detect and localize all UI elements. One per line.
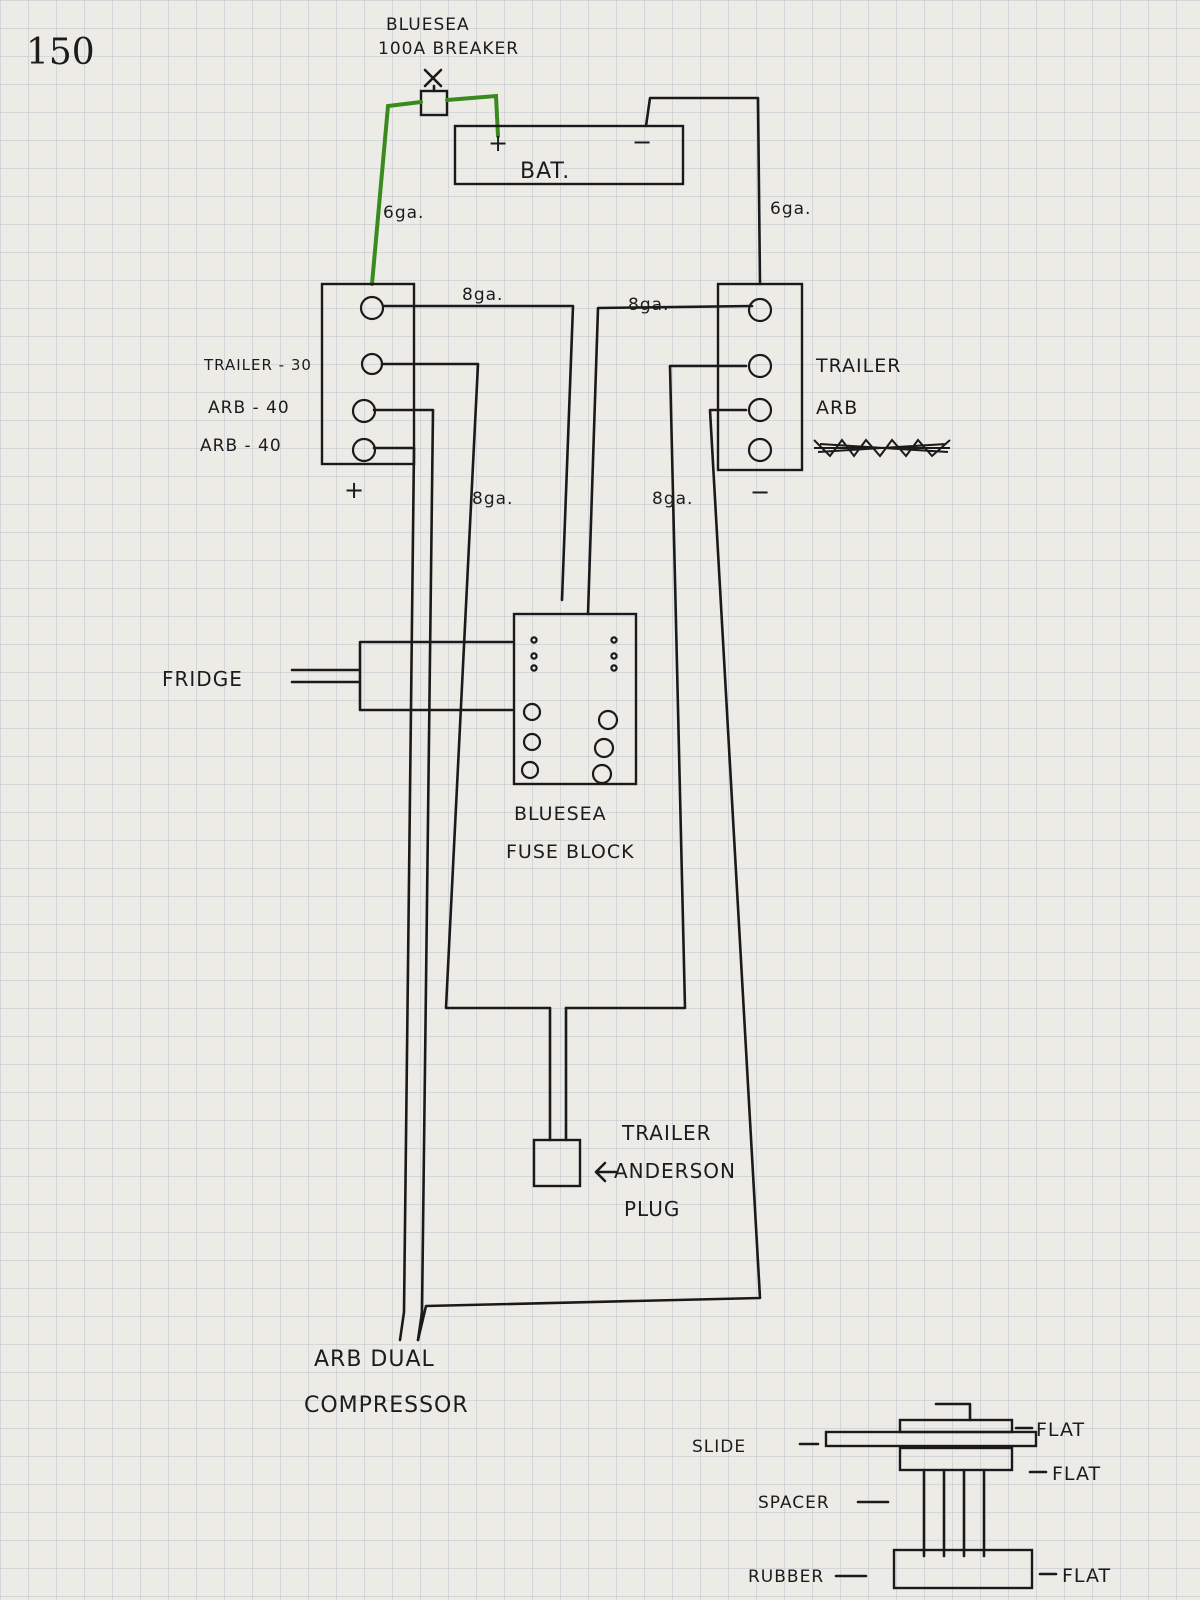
label-neg-trailer: TRAILER: [815, 355, 901, 377]
trailer-positive-wire: [380, 362, 552, 1010]
compressor-label-2: COMPRESSOR: [304, 1393, 469, 1418]
scribbled-out-label: [813, 438, 951, 458]
positive-trunk-wire: [382, 304, 575, 602]
positive-busbar-box: [320, 282, 416, 466]
plug-lead-wire: [548, 1006, 568, 1142]
page-number: 150: [26, 32, 95, 73]
negative-busbar-box: [716, 282, 804, 472]
fridge-label: FRIDGE: [162, 667, 243, 691]
compressor-negative-wire: [416, 408, 762, 1342]
breaker: BLUESEA 100A BREAKER: [378, 15, 519, 117]
negative-terminal-spare: [747, 437, 773, 463]
fuse-block-box: [512, 612, 638, 786]
negative-trunk-wire: [586, 304, 754, 616]
battery-minus-sign: −: [632, 128, 653, 156]
fuse-block-label-2: FUSE BLOCK: [506, 841, 635, 863]
battery-label: BAT.: [520, 159, 570, 184]
positive-terminal-arb-2: [351, 437, 377, 463]
gauge-8-mid-right: 8ga.: [652, 489, 693, 509]
mount-label-flat-1: FLAT: [1036, 1419, 1085, 1441]
compressor-wire-2: [372, 446, 416, 1342]
negative-busbar: −: [716, 282, 804, 506]
gauge-6-right: 6ga.: [770, 199, 811, 219]
negative-terminal-trailer: [747, 353, 773, 379]
mount-label-slide: SLIDE: [692, 1437, 746, 1457]
mount-label-spacer: SPACER: [758, 1493, 830, 1513]
mount-stack-sketch: [798, 1402, 1058, 1590]
positive-bus-sign: +: [344, 476, 365, 504]
breaker-label-1: BLUESEA: [386, 15, 470, 35]
negative-terminal-main: [747, 297, 773, 323]
negative-feed-wire: [644, 96, 762, 286]
gauge-8-top-right: 8ga.: [628, 295, 669, 315]
label-neg-arb: ARB: [816, 397, 858, 419]
positive-feed-wire: [370, 93, 500, 286]
plug-label-1: TRAILER: [621, 1121, 712, 1145]
negative-terminal-arb: [747, 397, 773, 423]
fuse-block-label-1: BLUESEA: [514, 803, 607, 825]
anderson-plug: [532, 1138, 582, 1188]
gauge-6-left: 6ga.: [383, 203, 424, 223]
trailer-negative-wire: [564, 364, 748, 1010]
gauge-8-mid-left: 8ga.: [472, 489, 513, 509]
breaker-label-2: 100A BREAKER: [378, 39, 519, 59]
fridge-wire: [290, 640, 514, 712]
battery-box: [453, 124, 685, 186]
label-arb-40-1: ARB - 40: [208, 398, 290, 418]
mount-label-rubber: RUBBER: [748, 1567, 824, 1587]
positive-terminal-main: [359, 295, 385, 321]
plug-arrow: [594, 1161, 618, 1183]
battery-plus-sign: +: [488, 129, 509, 157]
mount-label-flat-3: FLAT: [1062, 1565, 1111, 1587]
mount-label-flat-2: FLAT: [1052, 1463, 1101, 1485]
negative-bus-sign: −: [750, 478, 771, 506]
label-arb-40-2: ARB - 40: [200, 436, 282, 456]
compressor-label-1: ARB DUAL: [314, 1347, 435, 1372]
plug-label-2: ANDERSON: [614, 1159, 736, 1183]
battery: + − BAT.: [453, 124, 685, 186]
plug-label-3: PLUG: [624, 1197, 680, 1221]
gauge-8-top-left: 8ga.: [462, 285, 503, 305]
label-trailer-30: TRAILER - 30: [203, 356, 312, 374]
breaker-x-mark: [423, 68, 443, 88]
fuse-block: [512, 612, 638, 786]
